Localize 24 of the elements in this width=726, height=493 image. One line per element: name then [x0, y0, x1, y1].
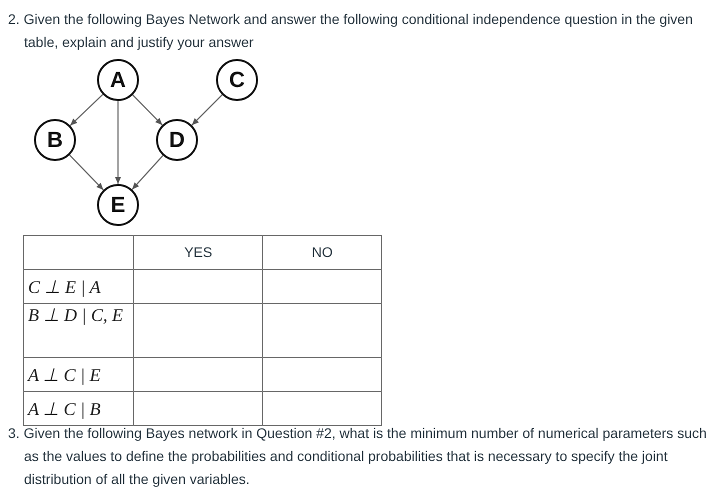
- question-text: 2. Given the following Bayes Network and answer the following conditional independence question in the given table, explain and justify your answer: [8, 10, 694, 52]
- variable-node: [97, 59, 139, 101]
- node-label: A: [110, 67, 126, 93]
- variable-node: [97, 184, 139, 226]
- node-label: E: [110, 192, 126, 218]
- arrow: [191, 94, 223, 126]
- independence-statement: A ⊥ C | E: [28, 364, 101, 384]
- node-label: C: [229, 67, 245, 93]
- independence-statement: B ⊥ D | C, E: [28, 305, 123, 325]
- question-text: 3. Given the following Bayes network in Question #2, what is the minimum number of numerical parameters such as the values to define the probabilities and conditional probabilities that is necessary to specify the joint distribution of all the given variables.: [8, 424, 708, 489]
- column-header: YES: [184, 244, 212, 260]
- arrow: [70, 94, 104, 126]
- variable-node: [216, 59, 258, 101]
- node-label: B: [47, 127, 63, 153]
- variable-node: [34, 119, 76, 161]
- independence-statement: C ⊥ E | A: [28, 276, 101, 296]
- column-header: NO: [312, 244, 333, 260]
- arrow: [132, 94, 163, 126]
- arrow: [132, 155, 164, 190]
- variable-node: [156, 119, 198, 161]
- node-label: D: [169, 127, 185, 153]
- independence-statement: A ⊥ C | B: [28, 398, 101, 418]
- arrow: [69, 154, 104, 190]
- arrow: [115, 101, 121, 184]
